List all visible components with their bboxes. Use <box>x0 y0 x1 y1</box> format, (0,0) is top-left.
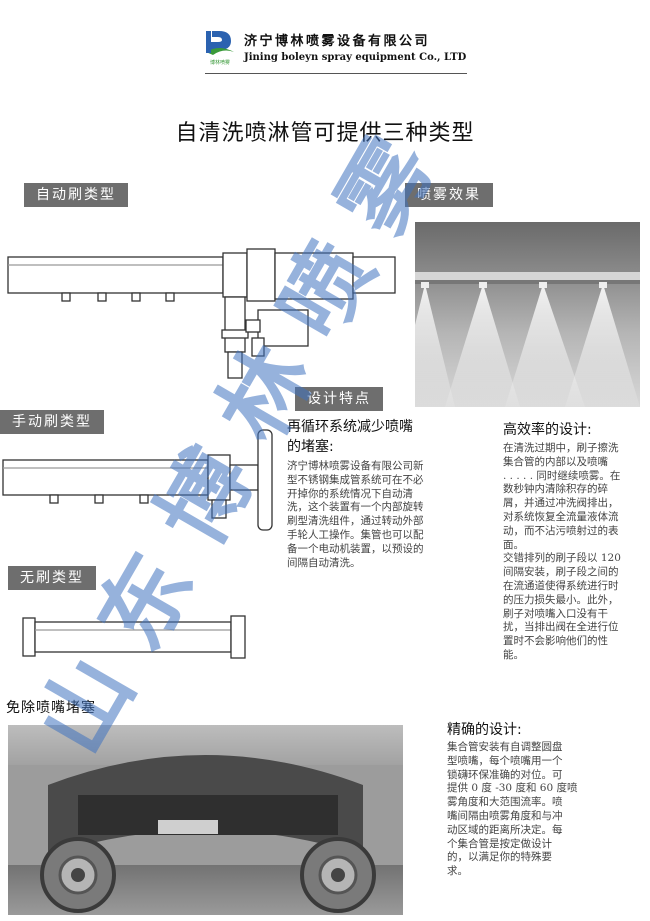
tag-no-brush: 无刷类型 <box>8 566 96 590</box>
company-name-en: Jining boleyn spray equipment Co., LTD <box>244 52 467 63</box>
auto-brush-drawing <box>7 248 396 379</box>
precise-heading: 精确的设计: <box>447 722 522 738</box>
tag-auto-brush: 自动刷类型 <box>24 183 128 207</box>
tag-design-features: 设计特点 <box>295 387 383 411</box>
manual-brush-drawing <box>2 429 273 531</box>
heading-no-clog: 免除喷嘴堵塞 <box>6 700 96 716</box>
no-brush-drawing <box>22 615 246 659</box>
tag-spray-effect: 喷雾效果 <box>405 183 493 207</box>
company-logo: 博林喷雾 <box>206 31 234 66</box>
efficient-paragraph: 在清洗过期中，刷子擦洗集合管的内部以及喷嘴 . . . . . 同时继续喷雾。在… <box>503 442 621 661</box>
page-title: 自清洗喷淋管可提供三种类型 <box>175 121 475 146</box>
company-name-cn: 济宁博林喷雾设备有限公司 <box>244 34 431 49</box>
efficient-heading: 高效率的设计: <box>503 422 592 438</box>
logo-caption: 博林喷雾 <box>210 59 230 66</box>
nozzle-cross-section-photo <box>8 725 403 915</box>
recirc-paragraph: 济宁博林喷雾设备有限公司新型不锈钢集成管系统可在不必 开掉你的系统情况下自动清洗… <box>287 460 424 569</box>
recirc-heading: 再循环系统减少喷嘴 的堵塞: <box>287 419 413 455</box>
header-divider <box>205 73 467 74</box>
tag-manual-brush: 手动刷类型 <box>0 410 104 434</box>
precise-paragraph: 集合管安装有自调整圆盘型喷嘴，每个喷嘴用一个 锁礴环保准确的对位。可提供 0 度… <box>447 741 578 878</box>
spray-effect-photo <box>415 222 640 407</box>
